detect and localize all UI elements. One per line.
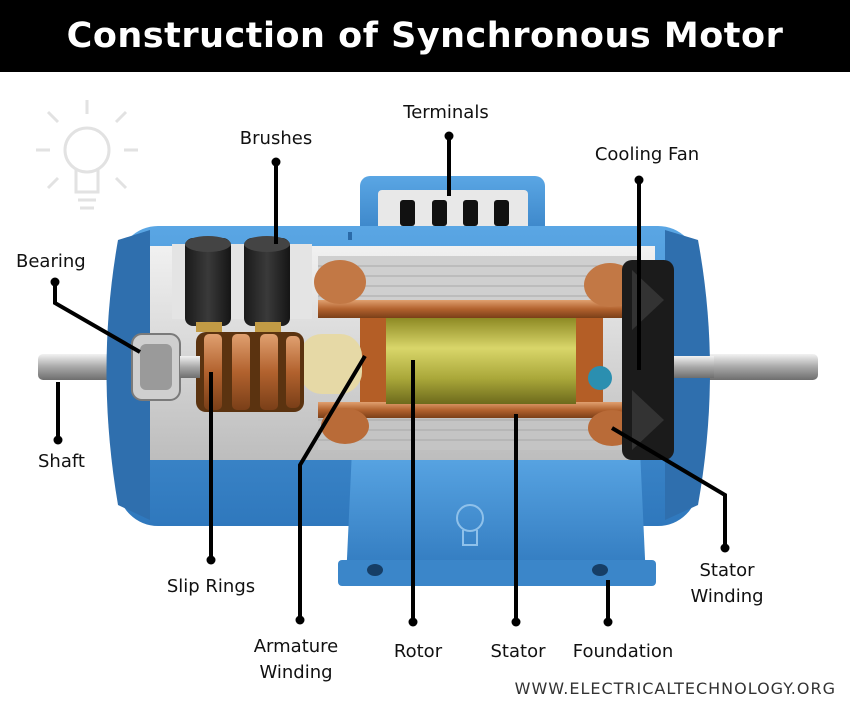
label-terminals: Terminals: [403, 102, 489, 123]
label-brushes: Brushes: [239, 128, 313, 149]
motor-diagram: Terminals Brushes Cooling Fan Bearing Sh…: [0, 72, 850, 700]
label-shaft: Shaft: [38, 451, 85, 472]
lightbulb-icon: [36, 100, 138, 210]
label-armature-winding-line1: Armature: [253, 636, 339, 657]
label-rotor: Rotor: [393, 641, 443, 662]
rotor: [386, 318, 576, 404]
label-stator-winding-line2: Winding: [690, 586, 764, 607]
page-title: Construction of Synchronous Motor: [66, 16, 784, 56]
title-bar: Construction of Synchronous Motor: [0, 0, 850, 72]
leader-lines: [50, 131, 730, 627]
watermark-url: WWW.ELECTRICALTECHNOLOGY.ORG: [514, 679, 836, 698]
cutaway-interior: [131, 236, 714, 460]
bearing: [131, 333, 181, 401]
label-stator: Stator: [490, 641, 546, 662]
brushes: [185, 236, 290, 332]
label-cooling-fan: Cooling Fan: [594, 144, 700, 165]
cooling-fan: [588, 260, 674, 460]
label-bearing: Bearing: [16, 251, 86, 272]
label-armature-winding-line2: Winding: [259, 662, 333, 683]
motor-illustration: [36, 100, 818, 627]
foundation: [338, 450, 656, 586]
label-foundation: Foundation: [572, 641, 674, 662]
label-slip-rings: Slip Rings: [166, 576, 256, 597]
label-stator-winding-line1: Stator: [699, 560, 755, 581]
